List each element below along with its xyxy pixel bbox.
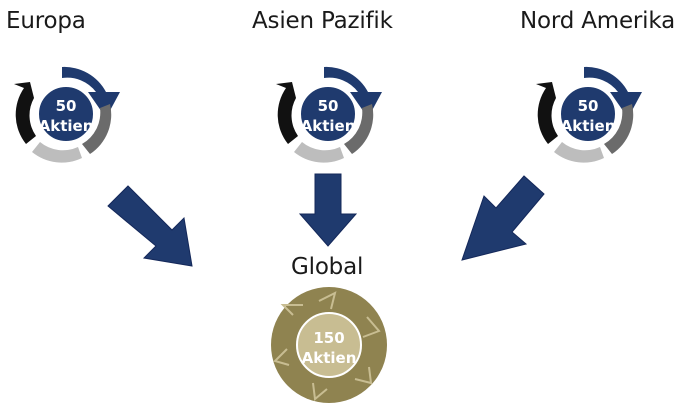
global-unit: Aktien [302,349,357,367]
europa-segment-black [14,82,36,144]
asien-pazifik-segment-black [276,82,298,144]
asien-pazifik-segment-navy [324,66,382,118]
global-segment-lines [273,291,381,401]
global-cycle-diagram: 150 Aktien [267,283,391,407]
asien-pazifik-segment-light-gray [294,142,344,163]
europa-count: 50 [56,97,77,115]
europa-segment-navy [62,66,120,118]
global-count: 150 [313,329,344,347]
nord-amerika-cycle-diagram: 50 Aktien [526,52,650,176]
asien-pazifik-unit: Aktien [301,117,356,135]
asien-pazifik-center-circle [299,85,357,143]
nord-amerika-center-circle [559,85,617,143]
asien-pazifik-cycle-diagram: 50 Aktien [266,52,390,176]
asien-pazifik-count: 50 [318,97,339,115]
global-label: Global [291,254,364,280]
asien-pazifik-segment-dark-gray [344,104,374,154]
nord-amerika-segment-black [536,82,558,144]
europa-segment-dark-gray [82,104,112,154]
region-label-nord-amerika: Nord Amerika [520,8,675,34]
nord-amerika-unit: Aktien [561,117,616,135]
region-label-asien-pazifik: Asien Pazifik [252,8,393,34]
europa-center-circle [37,85,95,143]
europa-unit: Aktien [39,117,94,135]
global-center-circle [296,312,362,378]
arrow-asien-pazifik-to-global [298,173,358,247]
region-label-europa: Europa [6,8,86,34]
europa-cycle-diagram: 50 Aktien [4,52,128,176]
nord-amerika-count: 50 [578,97,599,115]
arrow-nord-amerika-to-global [461,175,545,261]
arrow-europa-to-global [107,185,193,267]
nord-amerika-segment-dark-gray [604,104,634,154]
nord-amerika-segment-navy [584,66,642,118]
europa-segment-light-gray [32,142,82,163]
nord-amerika-segment-light-gray [554,142,604,163]
